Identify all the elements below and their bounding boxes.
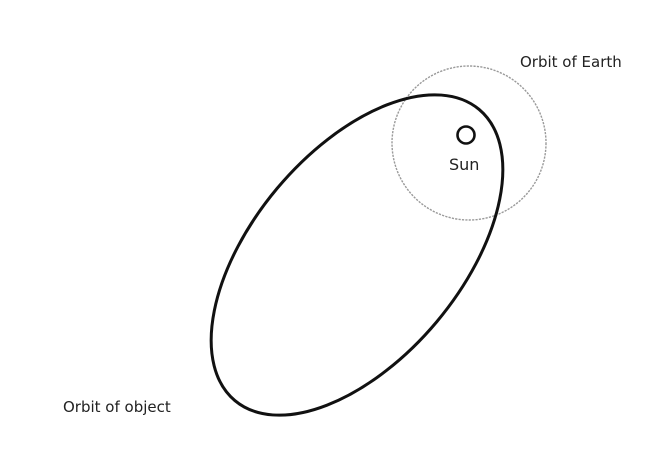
earth-orbit-circle <box>391 65 547 221</box>
object-orbit-ellipse <box>209 93 505 417</box>
sun-icon <box>456 125 476 145</box>
object-orbit-label: Orbit of object <box>63 398 171 416</box>
sun-label: Sun <box>449 155 479 174</box>
earth-orbit-label: Orbit of Earth <box>520 53 622 71</box>
